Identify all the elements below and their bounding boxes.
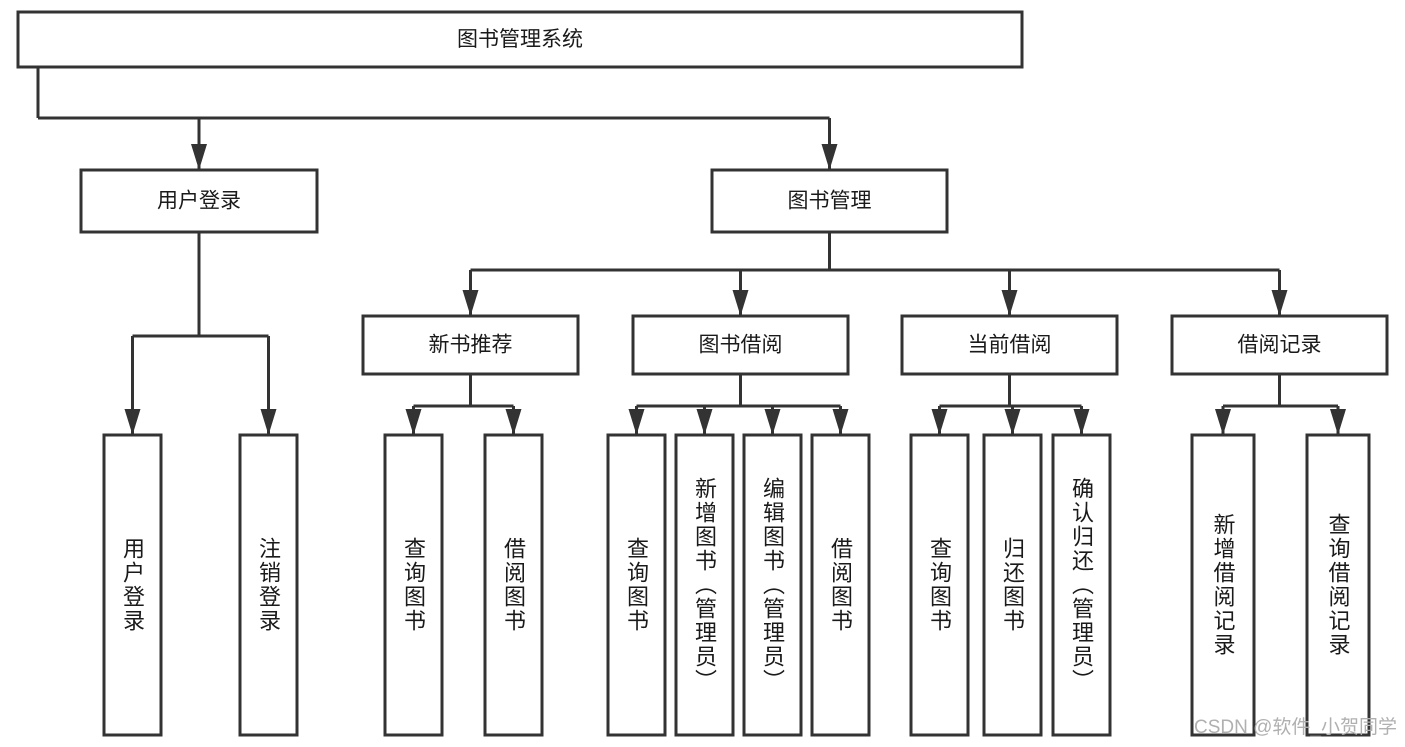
node-box-leaf-edit-book[interactable] bbox=[742, 433, 803, 737]
node-leaf-query-book-3[interactable] bbox=[909, 433, 970, 737]
node-label-book-manage: 图书管理 bbox=[788, 190, 872, 213]
node-book-borrow[interactable]: 图书借阅 bbox=[631, 314, 850, 376]
arrow-head-icon-book-manage-0 bbox=[462, 290, 479, 316]
node-user-login[interactable]: 用户登录 bbox=[79, 168, 319, 234]
node-leaf-borrow-book-1[interactable] bbox=[483, 433, 544, 737]
node-book-manage[interactable]: 图书管理 bbox=[710, 168, 949, 234]
node-label-new-book-rec: 新书推荐 bbox=[429, 334, 513, 357]
node-leaf-query-record[interactable] bbox=[1305, 433, 1371, 737]
node-label-user-login: 用户登录 bbox=[157, 190, 241, 213]
node-box-leaf-query-book-1[interactable] bbox=[383, 433, 444, 737]
node-leaf-confirm-return[interactable] bbox=[1051, 433, 1112, 737]
node-box-book-manage[interactable] bbox=[710, 168, 949, 234]
arrow-head-icon-book-manage-1 bbox=[732, 290, 749, 316]
node-box-leaf-query-book-2[interactable] bbox=[606, 433, 667, 737]
watermark-text: CSDN @软件_小贺同学 bbox=[1194, 717, 1397, 738]
node-leaf-logout[interactable] bbox=[238, 433, 299, 737]
node-box-leaf-return-book[interactable] bbox=[982, 433, 1043, 737]
arrow-head-icon-book-manage-3 bbox=[1271, 290, 1288, 316]
arrow-head-icon-current-borrow-0 bbox=[931, 409, 948, 435]
node-label-book-borrow: 图书借阅 bbox=[699, 334, 783, 357]
node-leaf-user-login[interactable] bbox=[102, 433, 163, 737]
arrow-head-icon-root-0 bbox=[191, 144, 207, 170]
node-box-leaf-borrow-book-2[interactable] bbox=[810, 433, 871, 737]
node-label-borrow-record: 借阅记录 bbox=[1238, 334, 1322, 357]
node-leaf-borrow-book-2[interactable] bbox=[810, 433, 871, 737]
node-box-user-login[interactable] bbox=[79, 168, 319, 234]
arrow-head-icon-book-borrow-1 bbox=[696, 409, 713, 435]
node-box-leaf-add-record[interactable] bbox=[1190, 433, 1256, 737]
node-leaf-query-book-1[interactable] bbox=[383, 433, 444, 737]
node-label-root: 图书管理系统 bbox=[457, 28, 583, 51]
node-label-current-borrow: 当前借阅 bbox=[968, 334, 1052, 357]
arrow-head-icon-user-login-1 bbox=[260, 409, 277, 435]
arrow-head-icon-user-login-0 bbox=[124, 409, 141, 435]
node-box-leaf-confirm-return[interactable] bbox=[1051, 433, 1112, 737]
node-box-leaf-borrow-book-1[interactable] bbox=[483, 433, 544, 737]
node-leaf-add-book[interactable] bbox=[674, 433, 735, 737]
node-leaf-query-book-2[interactable] bbox=[606, 433, 667, 737]
node-borrow-record[interactable]: 借阅记录 bbox=[1170, 314, 1389, 376]
arrow-head-icon-borrow-record-0 bbox=[1215, 409, 1231, 435]
node-box-book-borrow[interactable] bbox=[631, 314, 850, 376]
arrow-head-icon-borrow-record-1 bbox=[1330, 409, 1346, 435]
node-leaf-edit-book[interactable] bbox=[742, 433, 803, 737]
arrow-head-icon-current-borrow-2 bbox=[1073, 409, 1090, 435]
node-box-leaf-add-book[interactable] bbox=[674, 433, 735, 737]
arrow-head-icon-new-book-rec-0 bbox=[405, 409, 422, 435]
arrow-head-icon-book-borrow-2 bbox=[764, 409, 781, 435]
node-box-leaf-query-book-3[interactable] bbox=[909, 433, 970, 737]
arrow-head-icon-book-manage-2 bbox=[1001, 290, 1018, 316]
arrow-head-icon-new-book-rec-1 bbox=[505, 409, 522, 435]
node-box-current-borrow[interactable] bbox=[900, 314, 1119, 376]
node-leaf-return-book[interactable] bbox=[982, 433, 1043, 737]
arrow-head-icon-root-1 bbox=[821, 144, 838, 170]
node-new-book-rec[interactable]: 新书推荐 bbox=[361, 314, 580, 376]
node-box-leaf-logout[interactable] bbox=[238, 433, 299, 737]
node-box-borrow-record[interactable] bbox=[1170, 314, 1389, 376]
node-box-root[interactable] bbox=[16, 10, 1024, 69]
arrow-head-icon-book-borrow-0 bbox=[628, 409, 645, 435]
node-leaf-add-record[interactable] bbox=[1190, 433, 1256, 737]
connector-layer bbox=[36, 67, 1346, 435]
arrow-head-icon-current-borrow-1 bbox=[1004, 409, 1021, 435]
node-box-leaf-user-login[interactable] bbox=[102, 433, 163, 737]
node-box-leaf-query-record[interactable] bbox=[1305, 433, 1371, 737]
arrow-head-icon-book-borrow-3 bbox=[832, 409, 849, 435]
node-current-borrow[interactable]: 当前借阅 bbox=[900, 314, 1119, 376]
node-box-new-book-rec[interactable] bbox=[361, 314, 580, 376]
node-root[interactable]: 图书管理系统 bbox=[16, 10, 1024, 69]
